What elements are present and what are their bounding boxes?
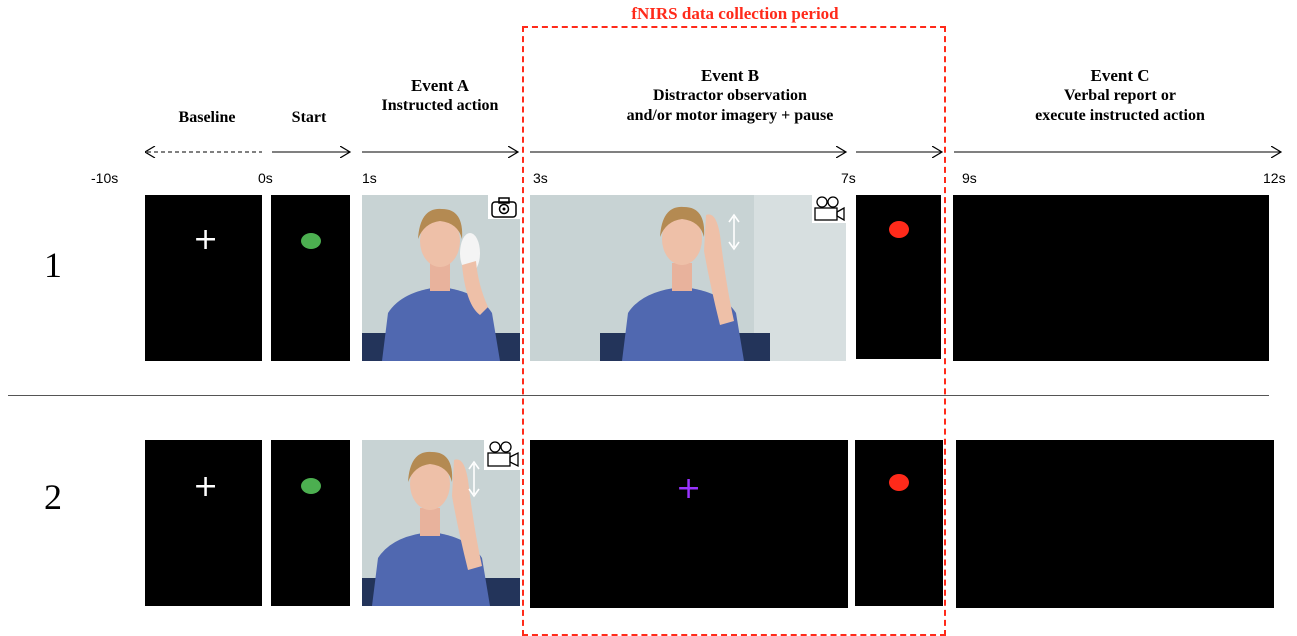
row-1-start-panel: [271, 195, 350, 361]
row-2-event-c-panel: [956, 440, 1274, 608]
row-1-event-a-photo: [362, 195, 520, 361]
time-label-9: 9s: [962, 170, 977, 186]
purple-fixation-cross-icon: +: [676, 471, 702, 506]
go-dot-icon: [301, 478, 321, 494]
row-1-baseline-panel: +: [145, 195, 262, 361]
start-label: Start: [291, 109, 327, 126]
row-2-pause-panel: [855, 440, 943, 606]
event-c-subtitle-2: execute instructed action: [1035, 107, 1205, 124]
event-a-title: Event A: [410, 76, 470, 95]
go-dot-icon: [301, 233, 321, 249]
baseline-label: Baseline: [178, 109, 236, 126]
time-label-1: 1s: [362, 170, 377, 186]
person-holding-object-image: [362, 195, 520, 361]
timeline-arrows: [0, 140, 1297, 164]
video-camera-icon: [812, 195, 846, 223]
time-label-3: 3s: [533, 170, 548, 186]
event-b-title: Event B: [700, 66, 760, 85]
row-1-event-b-photo: [530, 195, 846, 361]
time-label-0: 0s: [258, 170, 273, 186]
fixation-cross-icon: +: [193, 222, 219, 257]
time-label-7: 7s: [841, 170, 856, 186]
row-divider: [8, 395, 1269, 396]
row-2-start-panel: [271, 440, 350, 606]
row-2-event-b-panel: +: [530, 440, 848, 608]
row-2-baseline-panel: +: [145, 440, 262, 606]
person-raising-arm-image: [530, 195, 846, 361]
event-b-subtitle-1: Distractor observation: [653, 87, 807, 104]
event-b-label: Event B Distractor observation and/or mo…: [560, 66, 900, 126]
video-camera-icon: [484, 440, 520, 470]
event-b-subtitle-2: and/or motor imagery + pause: [626, 107, 834, 124]
camera-icon: [488, 195, 520, 219]
time-label-minus10: -10s: [91, 170, 119, 186]
event-a-subtitle: Instructed action: [381, 97, 499, 114]
event-c-title: Event C: [1090, 66, 1150, 85]
fixation-cross-icon: +: [193, 469, 219, 504]
row-2-number: 2: [44, 477, 62, 517]
row-1-pause-panel: [856, 195, 941, 359]
event-c-label: Event C Verbal report or execute instruc…: [1020, 66, 1220, 126]
event-c-subtitle-1: Verbal report or: [1064, 87, 1176, 104]
row-1-number: 1: [44, 245, 62, 285]
time-label-12: 12s: [1263, 170, 1286, 186]
stop-dot-icon: [889, 474, 909, 491]
row-1-event-c-panel: [953, 195, 1269, 361]
stop-dot-icon: [889, 221, 909, 238]
row-2-event-a-photo: [362, 440, 520, 606]
fnirs-label: fNIRS data collection period: [631, 4, 839, 23]
event-a-label: Event A Instructed action: [360, 76, 520, 116]
